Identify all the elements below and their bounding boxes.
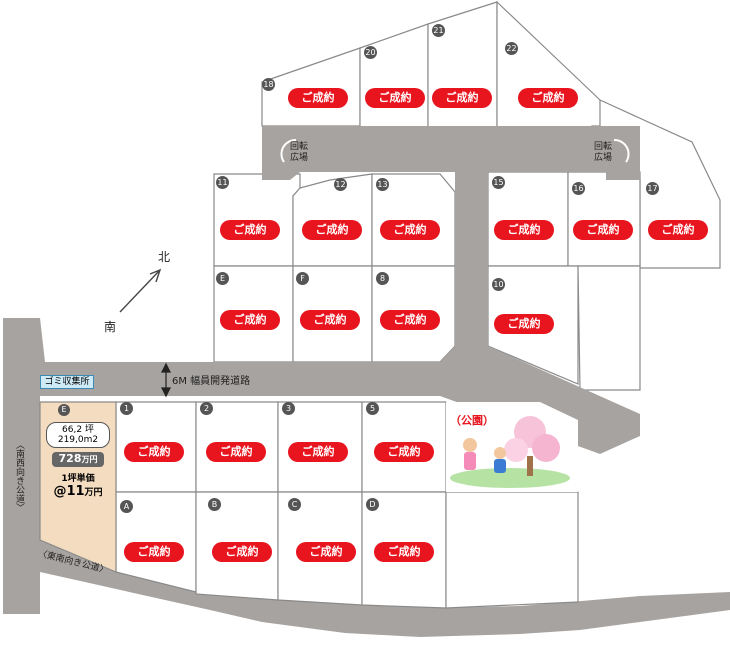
turnaround-label-left: 回転広場 (290, 142, 309, 163)
sold-badge-20[interactable]: ご成約 (365, 88, 425, 108)
sold-badge-13[interactable]: ご成約 (380, 220, 440, 240)
unit-price-value: @11万円 (53, 484, 103, 499)
lot-number-22: 22 (505, 42, 518, 55)
lot-number-E: E (216, 272, 229, 285)
lot-number-18: 18 (262, 78, 275, 91)
lot-number-B: B (208, 498, 221, 511)
sold-badge-10[interactable]: ご成約 (494, 314, 554, 334)
turnaround-arrow-icon (280, 138, 630, 163)
sold-badge-11[interactable]: ご成約 (220, 220, 280, 240)
public-road-west-label: 〈南西向き公道〉 (14, 440, 24, 512)
sold-badge-8[interactable]: ご成約 (380, 310, 440, 330)
lot-number-F: F (296, 272, 309, 285)
unit-price-title: 1坪単価 (61, 474, 95, 484)
lot-number-16: 16 (572, 182, 585, 195)
child-figure-icon (463, 438, 477, 452)
lot-price: 728万円 (52, 452, 104, 467)
sold-badge-3[interactable]: ご成約 (288, 442, 348, 462)
lot-number-A: A (120, 500, 133, 513)
lot-number-3: 3 (282, 402, 295, 415)
road-label: 6M 幅員開発道路 (172, 376, 251, 387)
sold-badge-17[interactable]: ご成約 (648, 220, 708, 240)
sold-badge-15[interactable]: ご成約 (494, 220, 554, 240)
lot-number-20: 20 (364, 46, 377, 59)
lot-number-15: 15 (492, 176, 505, 189)
sold-badge-B[interactable]: ご成約 (212, 542, 272, 562)
compass-icon (119, 268, 162, 313)
sold-badge-18[interactable]: ご成約 (288, 88, 348, 108)
sold-badge-5[interactable]: ご成約 (374, 442, 434, 462)
lot-number-12: 12 (334, 178, 347, 191)
sold-badge-21[interactable]: ご成約 (432, 88, 492, 108)
lot-number-5: 5 (366, 402, 379, 415)
compass-south: 南 (104, 320, 117, 334)
park-label: （公園） (450, 414, 494, 427)
sold-badge-D[interactable]: ご成約 (374, 542, 434, 562)
park-grass (450, 468, 570, 488)
sold-badge-F[interactable]: ご成約 (300, 310, 360, 330)
lot-number-2: 2 (200, 402, 213, 415)
development-road (40, 126, 640, 454)
lot-number-21: 21 (432, 24, 445, 37)
lot-number-badge: E (58, 404, 70, 416)
compass-north: 北 (158, 250, 171, 264)
sold-badge-22[interactable]: ご成約 (518, 88, 578, 108)
sold-badge-2[interactable]: ご成約 (206, 442, 266, 462)
public-road-southeast (40, 540, 730, 637)
lot-area-box: 66,2 坪 219,0m2 (46, 422, 110, 448)
sold-badge-A[interactable]: ご成約 (124, 542, 184, 562)
lot-number-8: 8 (376, 272, 389, 285)
lot-number-11: 11 (216, 176, 229, 189)
public-road-west (3, 318, 40, 614)
turnaround-label-right: 回転広場 (594, 142, 613, 163)
garbage-station: ゴミ収集所 (40, 375, 94, 389)
sold-badge-C[interactable]: ご成約 (296, 542, 356, 562)
lot-number-17: 17 (646, 182, 659, 195)
lot-number-13: 13 (376, 178, 389, 191)
sold-badge-E[interactable]: ご成約 (220, 310, 280, 330)
park-area (446, 402, 578, 492)
lot-number-10: 10 (492, 278, 505, 291)
available-lot-info[interactable]: E 66,2 坪 219,0m2 728万円 1坪単価 @11万円 (42, 404, 114, 499)
sold-badge-1[interactable]: ご成約 (124, 442, 184, 462)
child-figure-icon (494, 447, 506, 459)
sold-badge-12[interactable]: ご成約 (302, 220, 362, 240)
lot-number-C: C (288, 498, 301, 511)
road-width-arrow-icon (161, 362, 171, 398)
sold-badge-16[interactable]: ご成約 (573, 220, 633, 240)
lot-number-1: 1 (120, 402, 133, 415)
lot-number-D: D (366, 498, 379, 511)
